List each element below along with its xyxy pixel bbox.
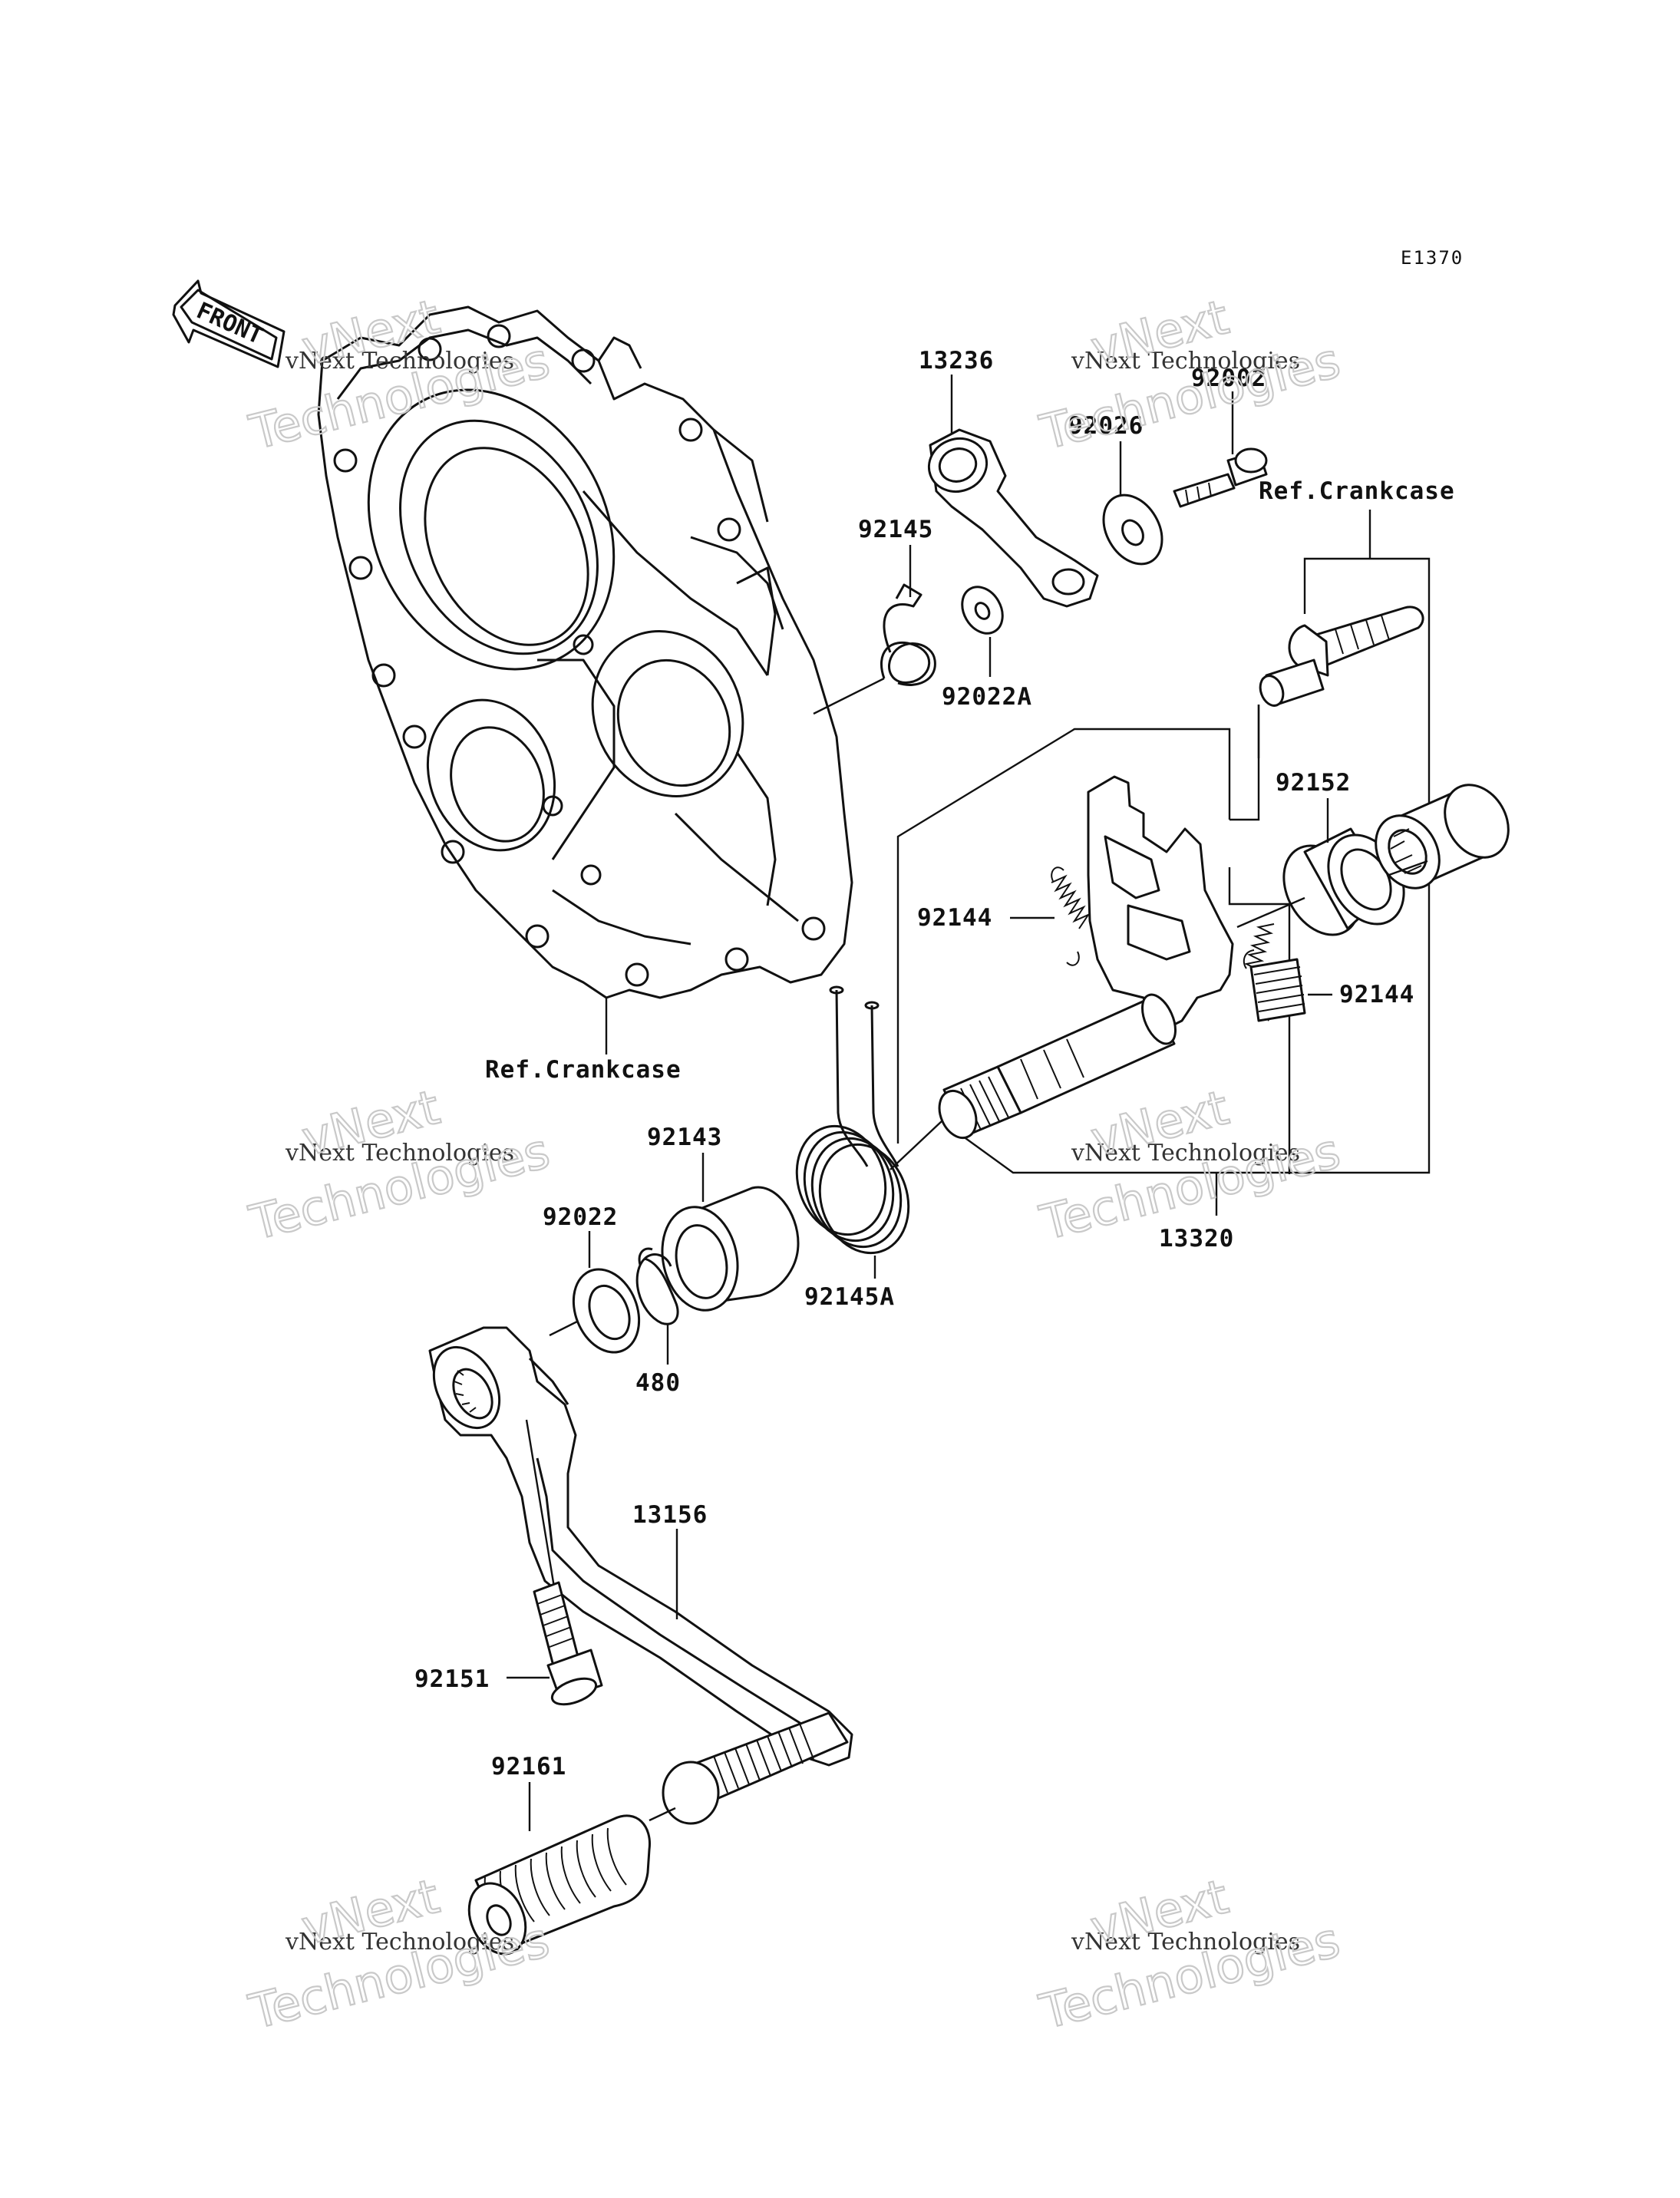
label-92026: 92026 — [1068, 412, 1144, 440]
part-92002-bolt — [1173, 391, 1268, 508]
part-13320-shift-shaft — [938, 775, 1234, 1140]
part-92143-collar — [661, 1153, 800, 1312]
svg-text:vNext Technologies: vNext Technologies — [285, 348, 514, 375]
part-92161-pedal-rubber — [467, 1782, 651, 1955]
label-92151: 92151 — [414, 1665, 490, 1693]
diagram-code: E1370 — [1401, 247, 1464, 269]
label-92161: 92161 — [491, 1753, 566, 1781]
svg-text:vNext Technologies: vNext Technologies — [1071, 1140, 1300, 1167]
label-92152: 92152 — [1276, 769, 1351, 797]
label-92022a: 92022A — [942, 683, 1032, 711]
part-13156-shift-pedal — [428, 1326, 853, 1767]
label-480: 480 — [635, 1369, 681, 1397]
label-92022: 92022 — [543, 1203, 618, 1231]
label-13320: 13320 — [1159, 1225, 1234, 1252]
ref-crankcase-lower: Ref.Crankcase — [485, 1056, 682, 1084]
part-92022a-washer — [961, 586, 1004, 677]
front-arrow-icon: FRONT — [172, 279, 286, 368]
part-pedal-pin — [662, 1711, 849, 1825]
watermark-mid-left: vNext Technologies vNext Technologies — [243, 1078, 556, 1252]
svg-text:vNext Technologies: vNext Technologies — [1071, 1929, 1300, 1955]
label-13236: 13236 — [919, 347, 994, 375]
part-92145-spring — [880, 545, 936, 686]
part-92145a-spring — [795, 985, 910, 1279]
label-92144-left: 92144 — [917, 904, 992, 932]
part-92151-bolt — [507, 1581, 603, 1706]
label-92145: 92145 — [858, 516, 933, 543]
part-92144-spring-left — [1010, 866, 1091, 966]
label-92145a: 92145A — [804, 1283, 895, 1311]
watermark-top-right: vNext Technologies vNext Technologies — [1034, 288, 1346, 461]
label-92143: 92143 — [647, 1124, 722, 1151]
svg-text:vNext Technologies: vNext Technologies — [1071, 348, 1300, 375]
part-92022-washer — [572, 1231, 641, 1354]
part-13236-lever — [927, 375, 1099, 608]
watermark-bottom-right: vNext Technologies vNext Technologies — [1033, 1867, 1345, 2041]
ref-crankcase-upper: Ref.Crankcase — [1259, 477, 1455, 505]
label-92144-right: 92144 — [1339, 981, 1414, 1008]
part-shaft-pin — [1257, 606, 1424, 758]
label-92002: 92002 — [1191, 365, 1266, 392]
part-92152-bushing — [1282, 798, 1405, 936]
crankcase-drawing — [317, 305, 853, 999]
part-92144-spring-right — [1243, 923, 1332, 1022]
part-480-circlip — [635, 1247, 679, 1365]
label-13156: 13156 — [632, 1501, 708, 1529]
part-92026-washer — [1102, 441, 1163, 566]
part-needle-bearing — [1375, 784, 1510, 889]
svg-text:vNext Technologies: vNext Technologies — [285, 1140, 514, 1167]
svg-text:vNext Technologies: vNext Technologies — [285, 1929, 514, 1955]
